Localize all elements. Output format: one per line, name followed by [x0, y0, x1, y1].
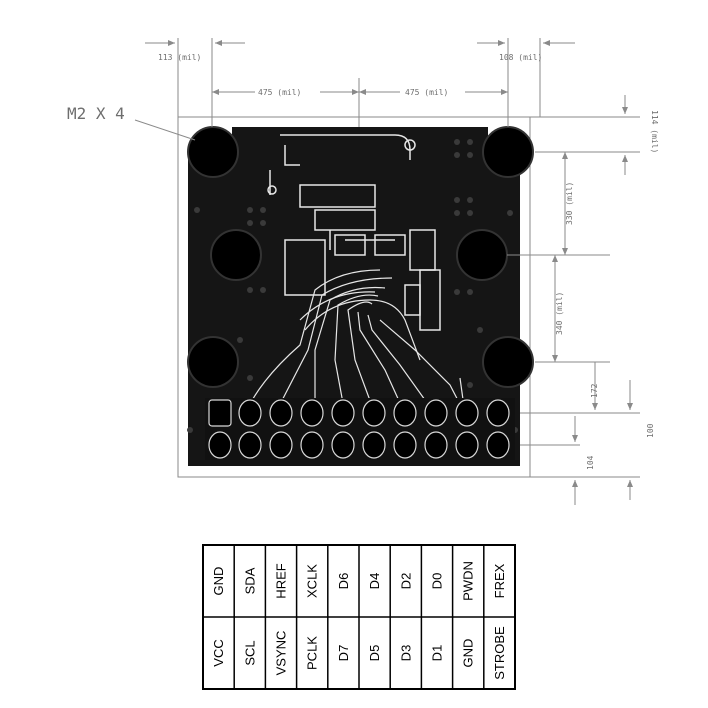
mount-hole	[210, 229, 262, 281]
pin-label-bottom_row: D5	[367, 645, 382, 662]
pin-label-top_row: XCLK	[305, 564, 320, 598]
mount-hole	[187, 126, 239, 178]
mount-label: M2 X 4	[67, 104, 125, 123]
pin-label-bottom_row: SCL	[242, 640, 257, 665]
pin-label-bottom_row: GND	[461, 639, 476, 668]
pin-label-top_row: HREF	[274, 563, 289, 598]
pin-label-bottom_row: D1	[430, 645, 445, 662]
component-area	[267, 134, 441, 331]
traces	[244, 269, 466, 415]
vias	[187, 139, 518, 433]
mount-hole	[482, 126, 534, 178]
dim-right-172: 172	[590, 383, 599, 398]
pin-label-top_row: FREX	[492, 563, 507, 598]
pin-label-top_row: D0	[430, 573, 445, 590]
mount-hole	[482, 336, 534, 388]
pin-label-top_row: D2	[398, 573, 413, 590]
board-outline	[177, 116, 531, 478]
pin-label-top_row: D4	[367, 573, 382, 590]
pin-label-top_row: GND	[211, 567, 226, 596]
dim-right-low: 340 (mil)	[555, 292, 564, 335]
header-connector	[205, 398, 515, 460]
pin-label-bottom_row: STROBE	[492, 626, 507, 680]
connector-pads-bottom	[208, 431, 510, 459]
dim-span-left: 475 (mil)	[258, 88, 301, 97]
pin-label-bottom_row: D3	[398, 645, 413, 662]
mounting-holes	[187, 126, 534, 388]
arrowheads	[168, 40, 633, 487]
pin-label-top_row: PWDN	[461, 561, 476, 601]
pin-label-bottom_row: VSYNC	[274, 631, 289, 676]
board-body	[188, 127, 520, 466]
pin-label-bottom_row: PCLK	[305, 636, 320, 670]
dim-top-right: 108 (mil)	[499, 53, 542, 62]
dim-right-100: 100	[646, 423, 655, 438]
dim-right-top: 114 (mil)	[650, 110, 659, 153]
pin-label-bottom_row: D7	[336, 645, 351, 662]
dim-span-right: 475 (mil)	[405, 88, 448, 97]
mount-hole	[187, 336, 239, 388]
pin-label-bottom_row: VCC	[211, 639, 226, 666]
mount-hole	[456, 229, 508, 281]
dim-right-mid: 330 (mil)	[565, 182, 574, 225]
pinout-table: GND SDA HREF XCLK D6 D4 D2 D0 PWDN FREX VCC SCL VSYN…	[202, 544, 516, 690]
dim-right-104: 104	[586, 455, 595, 470]
connector-pads-top	[208, 399, 510, 427]
dim-top-left: 113 (mil)	[158, 53, 201, 62]
pin-label-top_row: SDA	[242, 567, 257, 594]
pin-label-top_row: D6	[336, 573, 351, 590]
